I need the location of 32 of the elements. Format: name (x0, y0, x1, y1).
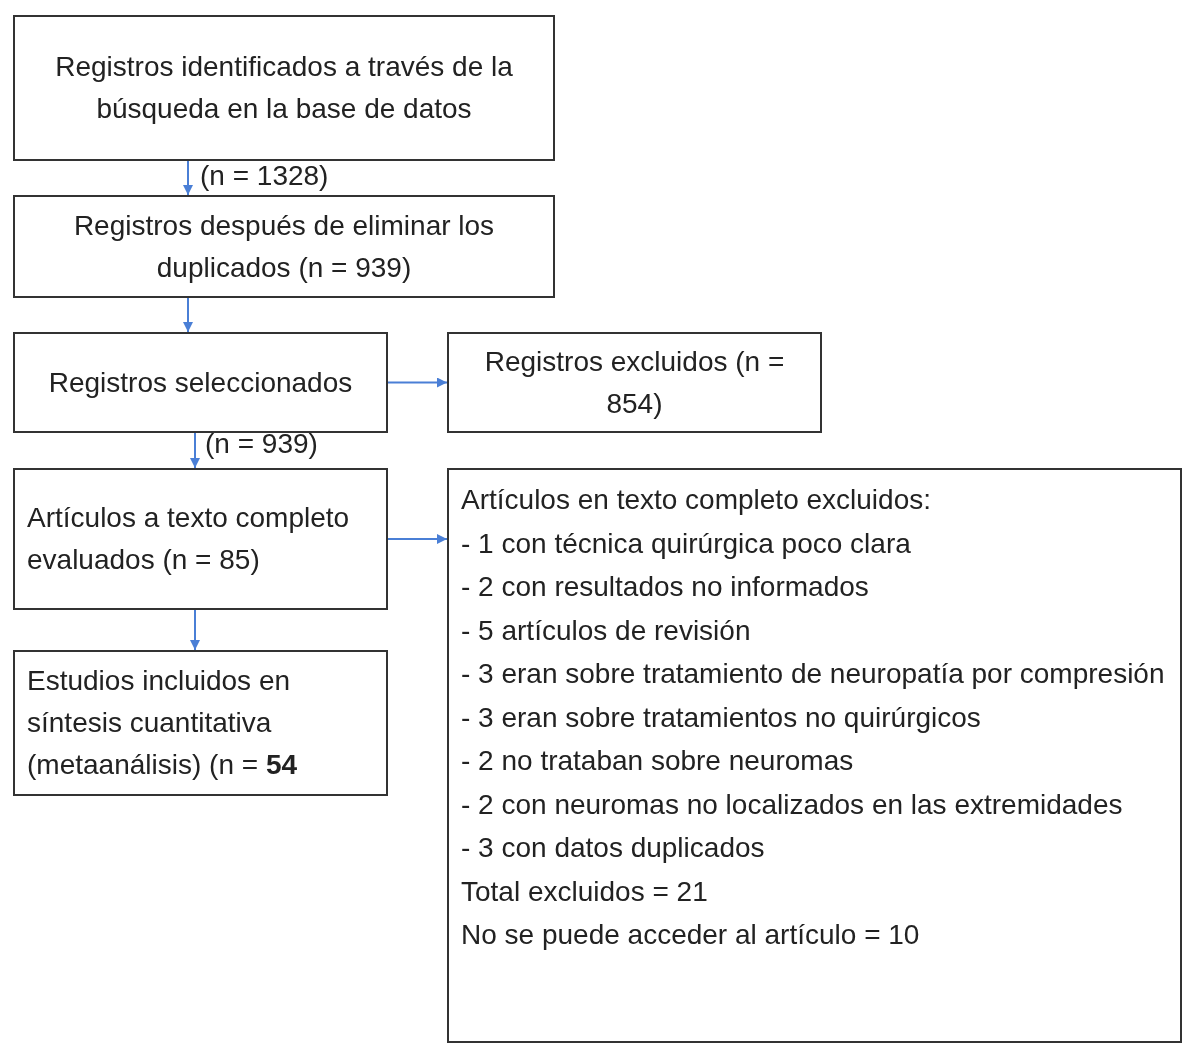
box-text: Registros identificados a través de la búsqueda en la base de datos (54, 50, 514, 126)
list-item: - 1 con técnica quirúrgica poco clara (461, 526, 912, 561)
list-item: - 3 eran sobre tratamiento de neuropatía por compresión (461, 657, 1166, 691)
list-item: - 2 con neuromas no localizados en las extremidades (461, 787, 1124, 822)
process-box (13, 332, 388, 433)
box-text: Estudios incluidos en síntesis cuantitativa (metaanálisis) (n = 54 (27, 664, 299, 782)
process-box (13, 15, 555, 161)
box-text: Registros excluidos (n = 854) (483, 344, 786, 421)
arrow (387, 377, 448, 388)
arrow (190, 432, 200, 469)
process-box (13, 468, 388, 610)
box-text: Artículos a texto completo evaluados (n = 85) (27, 501, 351, 577)
list-item: No se puede acceder al artículo = 10 (461, 918, 921, 952)
arrow (387, 534, 448, 544)
arrow (183, 160, 193, 196)
list-item: - 5 artículos de revisión (461, 613, 752, 648)
arrow (183, 297, 193, 333)
count-label: (n = 1328) (200, 160, 329, 192)
list-item: - 2 con resultados no informados (461, 570, 870, 604)
process-box (447, 332, 822, 433)
count-label: (n = 939) (205, 428, 318, 460)
box-text: Registros después de eliminar los duplicados (n = 939) (72, 208, 496, 285)
process-box (13, 195, 555, 298)
box-heading: Artículos en texto completo excluidos: (461, 483, 932, 517)
list-item: - 3 con datos duplicados (461, 831, 766, 865)
arrow (190, 609, 200, 651)
process-box (13, 650, 388, 796)
list-item: Total excluidos = 21 (461, 874, 709, 909)
process-box (447, 468, 1182, 1043)
list-item: - 3 eran sobre tratamientos no quirúrgicos (461, 700, 982, 735)
box-text: Registros seleccionados (47, 365, 354, 400)
list-item: - 2 no trataban sobre neuromas (461, 744, 855, 778)
